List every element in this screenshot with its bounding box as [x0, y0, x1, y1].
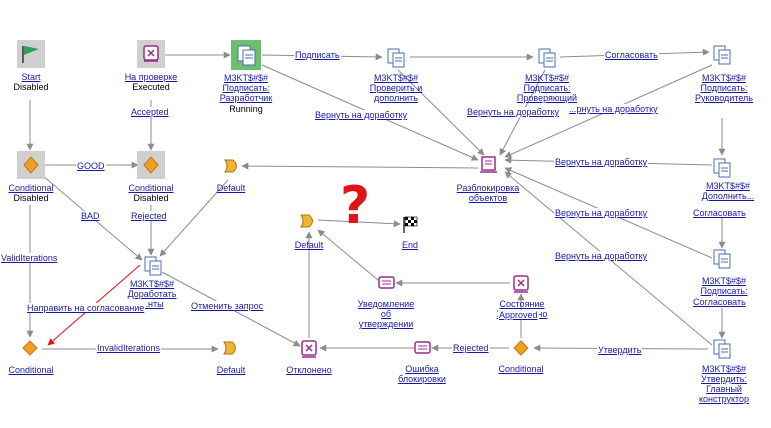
edge-label-return2[interactable]: Вернуть на доработку — [466, 107, 561, 117]
node-rejected[interactable] — [301, 340, 317, 358]
edge-label-invalid[interactable]: InvalidIterations — [96, 343, 162, 353]
cond1-label[interactable]: Conditional — [8, 183, 54, 193]
flag-icon — [22, 46, 39, 63]
question-mark-annotation: ? — [340, 176, 371, 236]
node-default3[interactable] — [223, 341, 236, 355]
stop-icon — [301, 340, 317, 358]
default-icon — [300, 214, 313, 228]
edge-label-accepted[interactable]: Accepted — [130, 107, 170, 117]
edge-default1-rework[interactable] — [159, 179, 229, 257]
node-cond1[interactable] — [17, 151, 45, 179]
notify-icon — [378, 276, 395, 289]
edge-notify-default2[interactable] — [317, 229, 379, 281]
node-end[interactable] — [403, 216, 418, 233]
node-notify[interactable] — [378, 276, 395, 289]
node-cond3[interactable] — [22, 340, 38, 356]
cond2-status: Disabled — [133, 193, 169, 203]
node-m-sign-d[interactable] — [713, 158, 731, 178]
lock-error-label[interactable]: Ошибка блокировки — [398, 364, 446, 384]
review-status: Executed — [132, 82, 170, 92]
node-m-sign-n[interactable] — [713, 249, 731, 269]
node-rework[interactable] — [144, 256, 162, 276]
document-icon — [237, 45, 256, 66]
node-lock-error[interactable] — [414, 341, 431, 354]
notify-icon — [414, 341, 431, 354]
node-default2[interactable] — [300, 214, 313, 228]
edge-label-return4[interactable]: Вернуть на доработку — [554, 157, 649, 167]
cond4-label[interactable]: Conditional — [498, 364, 544, 374]
node-state-approved[interactable] — [513, 275, 529, 293]
edge-label-good[interactable]: GOOD — [76, 161, 106, 171]
edge-label-rejected2[interactable]: Rejected — [452, 343, 490, 353]
sign-dev-status: Running — [229, 104, 263, 114]
stop-icon — [513, 275, 529, 293]
edge-label-return5[interactable]: Вернуть на доработку — [554, 208, 649, 218]
node-sign-head[interactable] — [713, 45, 731, 65]
cond2-label[interactable]: Conditional — [128, 183, 174, 193]
edge-label-return6[interactable]: Вернуть на доработку — [554, 251, 649, 261]
node-approve-chief[interactable] — [713, 339, 731, 359]
finish-flag-icon — [403, 216, 418, 233]
rework-label[interactable]: M3KT$#$# Доработать ...нты — [127, 279, 177, 309]
document-icon — [713, 249, 731, 269]
document-icon — [387, 48, 405, 68]
node-cond2[interactable] — [137, 151, 165, 179]
document-icon — [713, 45, 731, 65]
edge-label-sign[interactable]: Подписать — [294, 50, 341, 60]
m-sign-d-label[interactable]: M3KT$#$# Дополнить... — [701, 181, 755, 201]
node-sign-dev[interactable] — [231, 40, 261, 70]
review-label[interactable]: На проверке — [124, 72, 178, 82]
notify-label[interactable]: Уведомление об утверждении — [357, 299, 415, 329]
edge-label-approved[interactable]: Approved — [498, 310, 539, 320]
node-default1[interactable] — [224, 159, 237, 173]
approve-chief-label[interactable]: M3KT$#$# Утвердить: Главный конструктор — [698, 364, 750, 404]
diamond-icon — [143, 156, 159, 174]
edge-label-valid[interactable]: ValidIterations — [0, 253, 59, 263]
edge-label-return1[interactable]: Вернуть на доработку — [314, 110, 409, 120]
unlock-label[interactable]: Разблокировка объектов — [456, 183, 520, 203]
start-status: Disabled — [13, 82, 49, 92]
default2-label[interactable]: Default — [294, 240, 324, 250]
default-icon — [223, 341, 236, 355]
edge-label-return3[interactable]: ...рнуть на доработку — [568, 104, 659, 114]
document-icon — [713, 158, 731, 178]
node-sign-checker[interactable] — [538, 48, 556, 68]
cond1-status: Disabled — [13, 193, 49, 203]
document-icon — [713, 339, 731, 359]
edge-label-agree[interactable]: Согласовать — [604, 50, 659, 60]
diamond-icon — [23, 156, 39, 174]
edge-label-agree3[interactable]: Согласовать — [692, 297, 747, 307]
sign-checker-label[interactable]: M3KT$#$# Подписать: Проверяющий — [516, 73, 578, 103]
node-cond4[interactable] — [513, 340, 529, 356]
edge-label-agree2[interactable]: Согласовать — [692, 208, 747, 218]
unlock-icon — [480, 156, 497, 173]
node-start[interactable] — [17, 40, 45, 68]
start-label[interactable]: Start — [21, 72, 41, 82]
rejected-node-label[interactable]: Отклонено — [286, 365, 332, 375]
document-icon — [538, 48, 556, 68]
sign-dev-label[interactable]: M3KT$#$# Подписать: Разработчик — [219, 73, 273, 103]
default3-label[interactable]: Default — [216, 365, 246, 375]
document-icon — [144, 256, 162, 276]
default-icon — [224, 159, 237, 173]
edge-label-send-agree[interactable]: Направить на согласование — [26, 303, 146, 313]
end-label[interactable]: End — [401, 240, 418, 250]
edge-default2-end[interactable] — [317, 219, 401, 228]
edge-label-approve[interactable]: Утвердить — [597, 345, 643, 355]
edge-label-rejected[interactable]: Rejected — [130, 211, 168, 221]
stop-icon — [143, 45, 159, 62]
cond3-label[interactable]: Conditional — [8, 365, 54, 375]
edge-check-unlock[interactable] — [397, 69, 485, 156]
node-review[interactable] — [137, 40, 165, 68]
check-label[interactable]: M3KT$#$# Проверить и дополнить — [369, 73, 423, 103]
edge-unlock-default1[interactable] — [241, 162, 479, 170]
diamond-icon — [22, 340, 38, 356]
node-unlock[interactable] — [480, 156, 497, 173]
default1-label[interactable]: Default — [216, 183, 246, 193]
sign-head-label[interactable]: M3KT$#$# Подписать: Руководитель — [695, 73, 753, 103]
edge-label-cancel[interactable]: Отменить запрос — [190, 301, 265, 311]
node-check[interactable] — [387, 48, 405, 68]
diamond-icon — [513, 340, 529, 356]
edge-label-bad[interactable]: BAD — [80, 211, 101, 221]
